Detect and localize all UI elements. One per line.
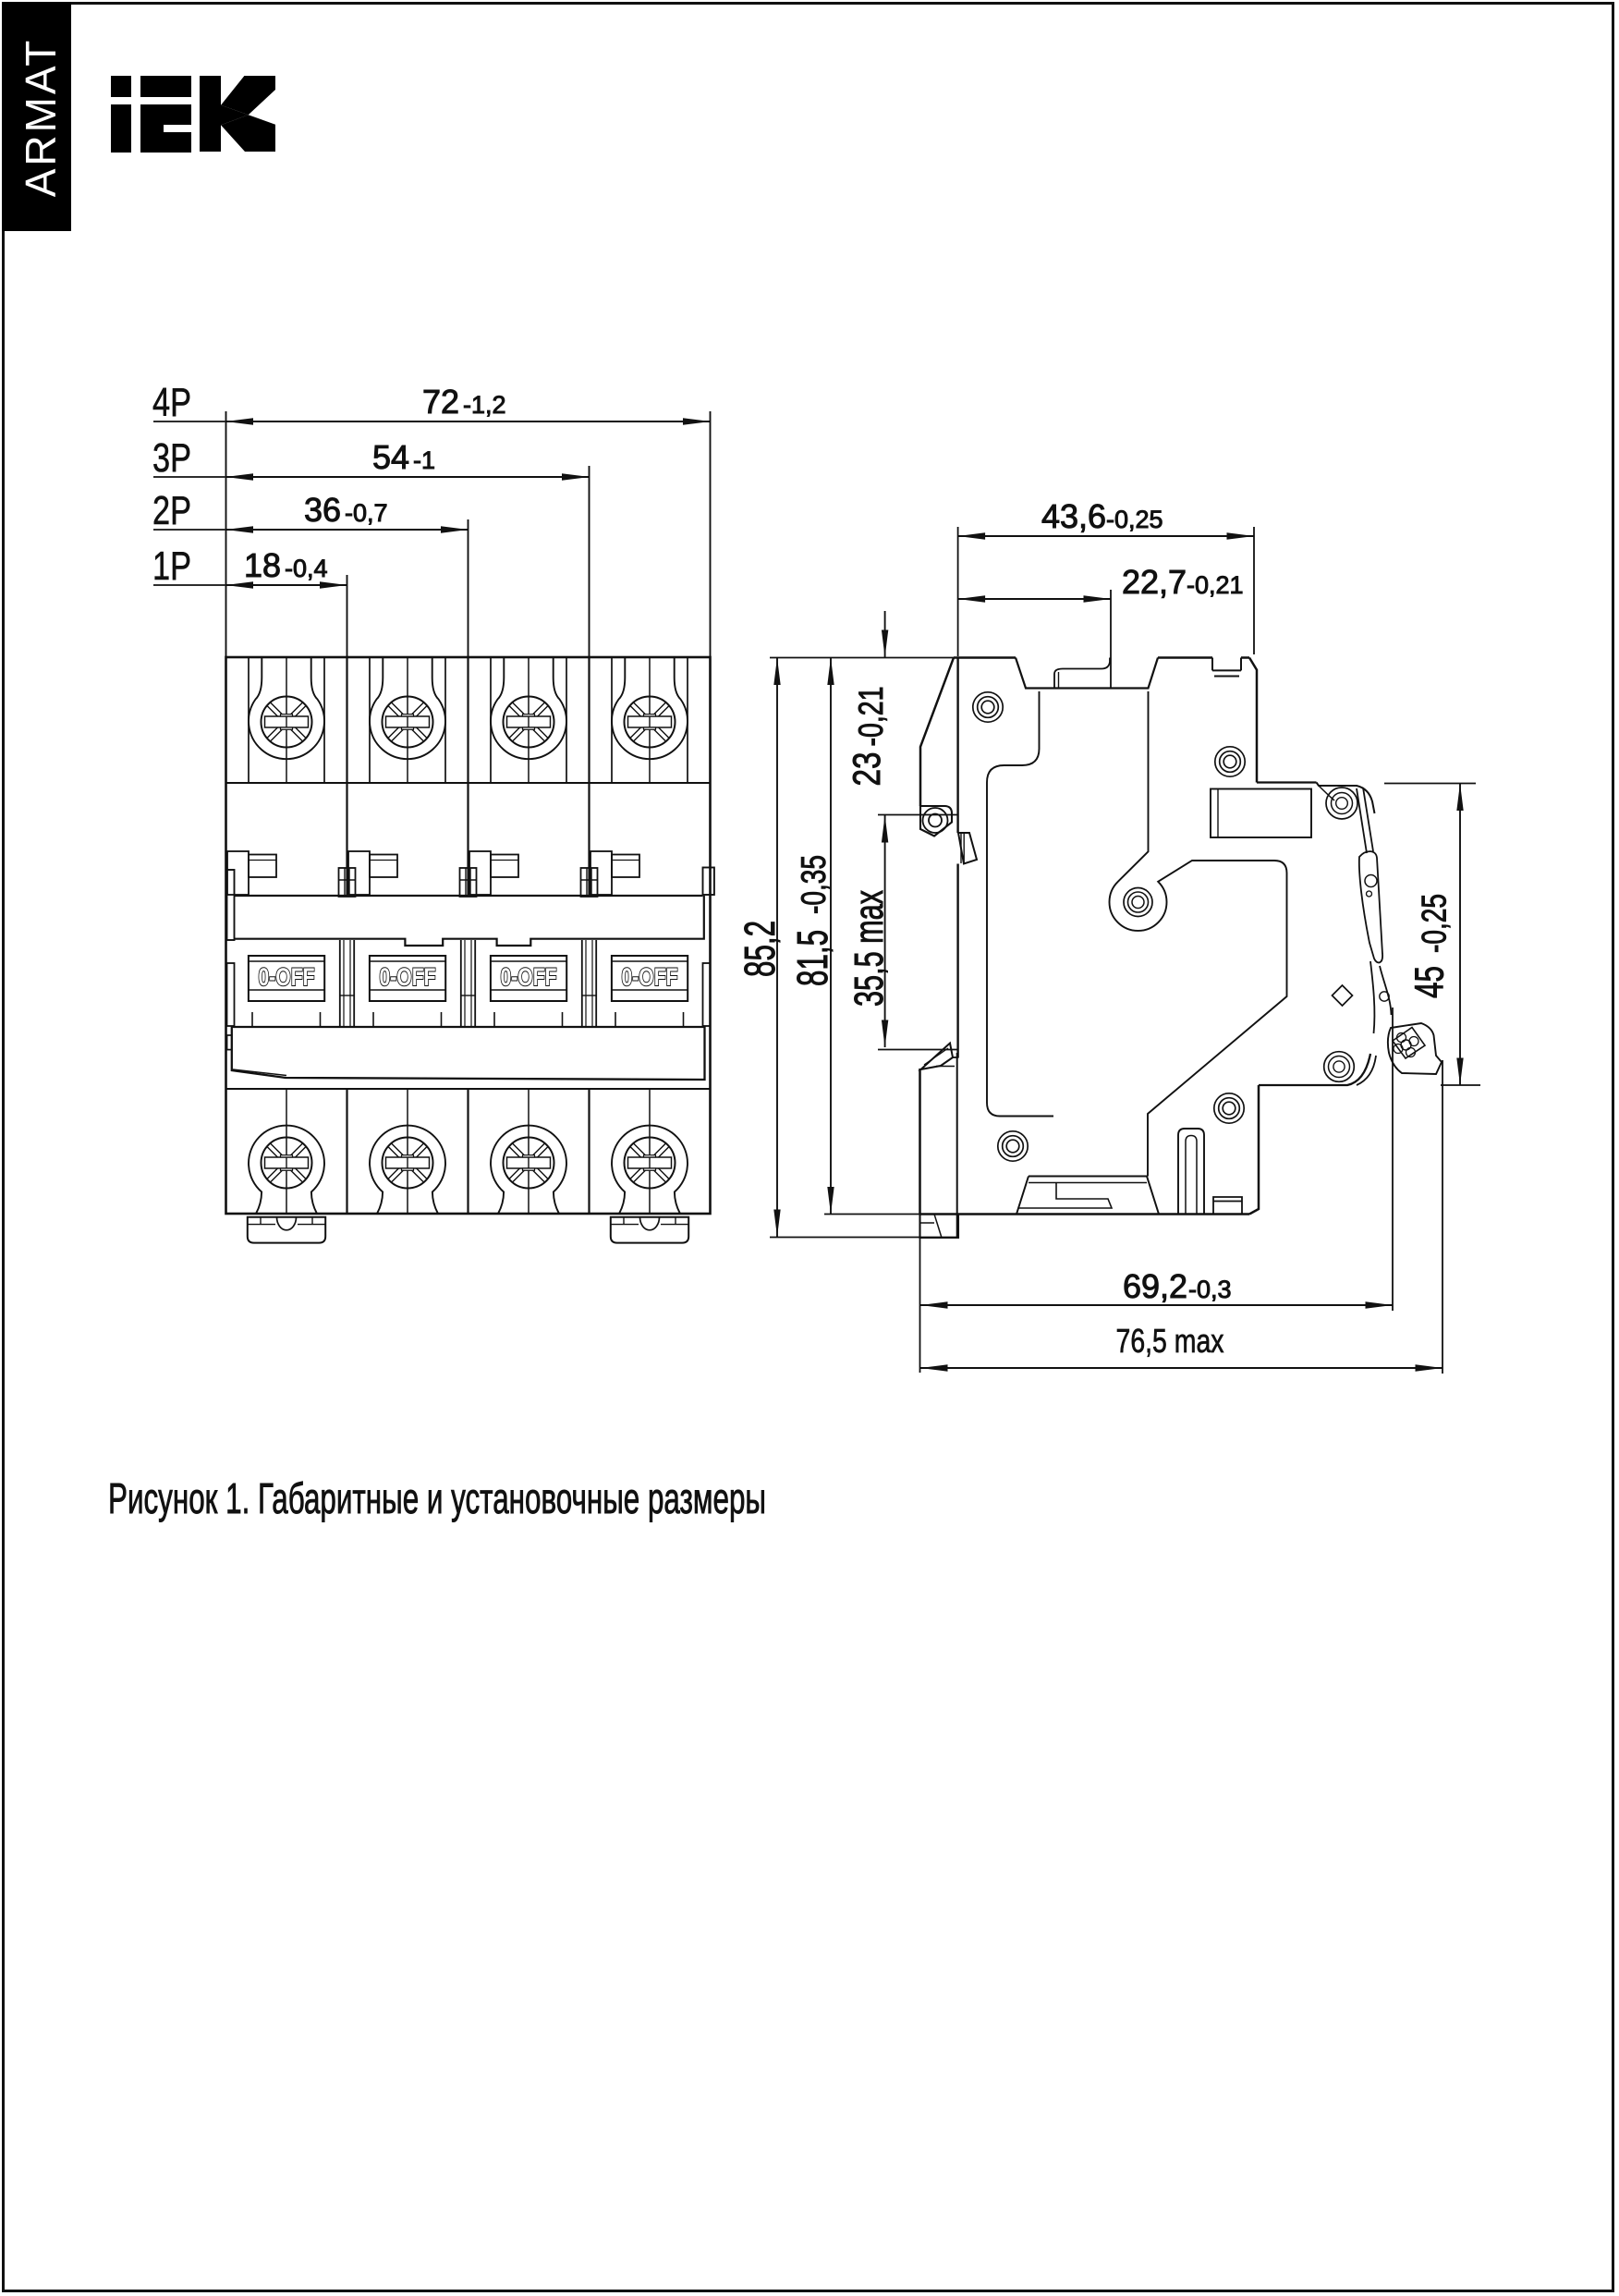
svg-text:76,5 max: 76,5 max bbox=[1116, 1322, 1224, 1360]
svg-text:Рисунок 1. Габаритные и устано: Рисунок 1. Габаритные и установочные раз… bbox=[108, 1474, 766, 1522]
svg-text:18: 18 bbox=[244, 546, 281, 584]
svg-text:ARMAT: ARMAT bbox=[17, 38, 65, 198]
svg-text:-0,21: -0,21 bbox=[852, 687, 890, 747]
svg-text:2P: 2P bbox=[152, 488, 191, 533]
svg-text:-1: -1 bbox=[413, 446, 435, 474]
svg-text:23: 23 bbox=[845, 752, 888, 787]
svg-text:22,7: 22,7 bbox=[1122, 563, 1187, 601]
svg-text:85,2: 85,2 bbox=[736, 921, 784, 977]
svg-text:1P: 1P bbox=[152, 543, 191, 589]
svg-text:36: 36 bbox=[304, 491, 341, 529]
svg-text:0-OFF: 0-OFF bbox=[259, 963, 315, 991]
svg-text:-0,35: -0,35 bbox=[795, 855, 833, 914]
svg-text:4P: 4P bbox=[152, 380, 191, 425]
svg-text:0-OFF: 0-OFF bbox=[501, 963, 557, 991]
svg-text:54: 54 bbox=[372, 438, 409, 476]
svg-text:-0,25: -0,25 bbox=[1106, 506, 1163, 533]
svg-text:35,5 max: 35,5 max bbox=[846, 890, 892, 1007]
svg-text:81,5: 81,5 bbox=[788, 930, 836, 986]
svg-text:-0,4: -0,4 bbox=[285, 555, 328, 582]
svg-text:3P: 3P bbox=[152, 435, 191, 481]
svg-text:-0,7: -0,7 bbox=[345, 499, 388, 527]
svg-text:69,2: 69,2 bbox=[1123, 1267, 1187, 1305]
svg-text:0-OFF: 0-OFF bbox=[380, 963, 436, 991]
svg-text:-0,25: -0,25 bbox=[1416, 894, 1454, 953]
svg-text:0-OFF: 0-OFF bbox=[622, 963, 678, 991]
svg-text:45: 45 bbox=[1407, 966, 1453, 998]
svg-text:-1,2: -1,2 bbox=[463, 391, 506, 419]
svg-text:43,6: 43,6 bbox=[1041, 497, 1106, 535]
svg-text:-0,3: -0,3 bbox=[1188, 1276, 1232, 1303]
svg-text:72: 72 bbox=[422, 383, 459, 421]
svg-text:-0,21: -0,21 bbox=[1187, 571, 1244, 599]
